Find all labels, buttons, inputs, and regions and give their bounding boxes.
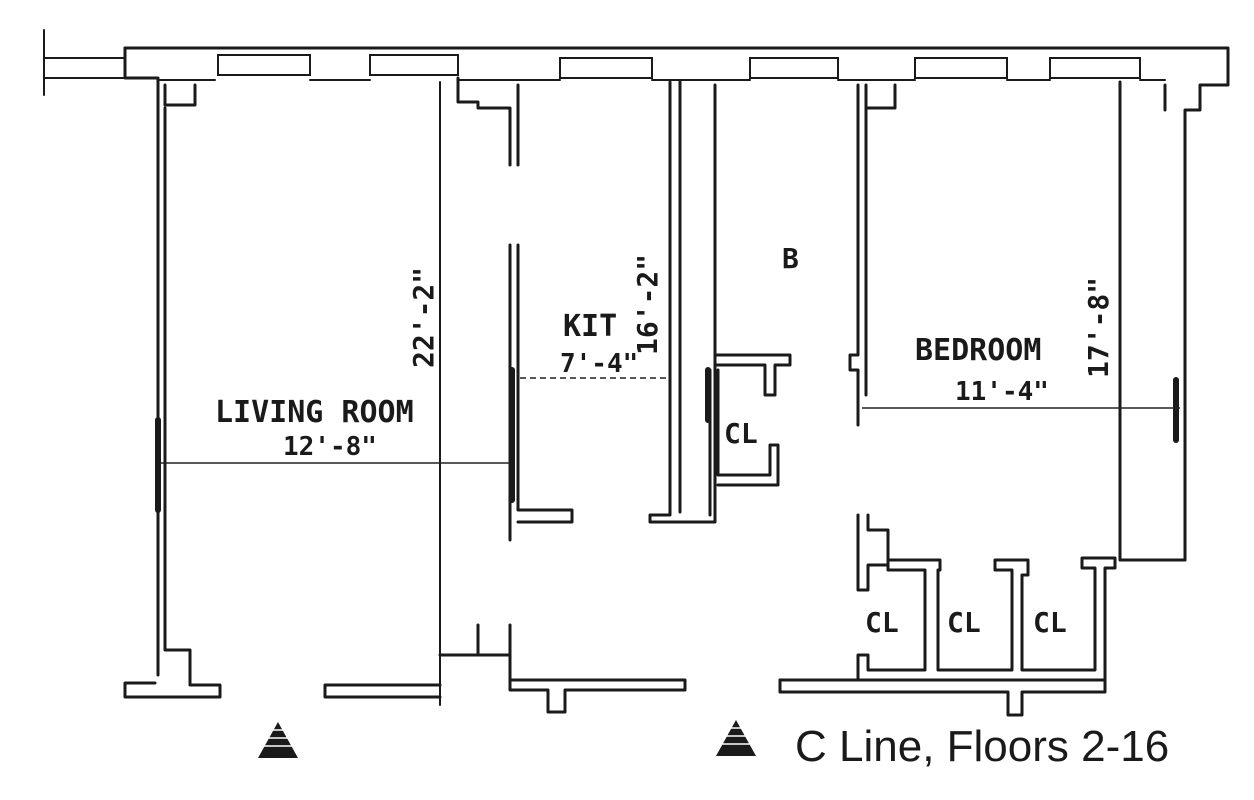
- bath-walls: [705, 83, 897, 517]
- kitchen-walls: [438, 76, 717, 714]
- kitchen-label: KIT: [563, 309, 617, 344]
- living-room-length: 22'-2": [407, 267, 440, 368]
- exterior-wall: [43, 29, 1230, 677]
- bedroom-closet-label-3: CL: [1033, 606, 1067, 639]
- entry-arrow-icon: [716, 720, 756, 756]
- bedroom-closet-label-2: CL: [947, 606, 981, 639]
- bedroom-length: 17'-8": [1082, 277, 1115, 378]
- living-room-width: 12'-8": [283, 432, 377, 462]
- bath-label: B: [782, 242, 799, 275]
- bedroom-width: 11'-4": [955, 377, 1049, 407]
- living-room-walls: [123, 81, 442, 706]
- plan-caption: C Line, Floors 2-16: [795, 722, 1170, 771]
- dimension-lines: [160, 377, 1180, 464]
- bedroom-label: BEDROOM: [915, 333, 1041, 368]
- living-room-label: LIVING ROOM: [215, 395, 414, 430]
- bedroom-walls: [778, 80, 1187, 717]
- kitchen-width: 7'-4": [560, 349, 638, 379]
- kitchen-length: 16'-2": [631, 254, 664, 355]
- bedroom-closet-label-1: CL: [865, 606, 899, 639]
- entry-arrow-icon: [258, 722, 298, 758]
- hall-closet-label: CL: [724, 417, 758, 450]
